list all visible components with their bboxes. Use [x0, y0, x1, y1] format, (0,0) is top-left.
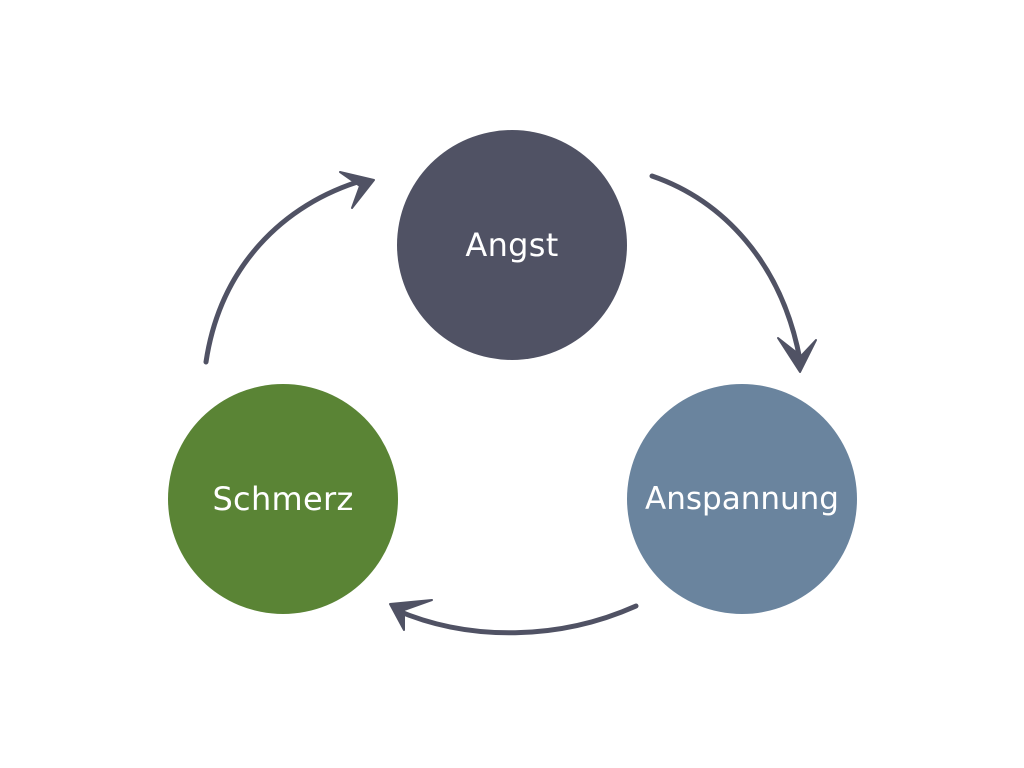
node-schmerz: Schmerz [168, 384, 398, 614]
arrow-schmerz-to-angst [203, 171, 375, 365]
node-label-anspannung: Anspannung [645, 481, 839, 517]
node-label-schmerz: Schmerz [212, 480, 354, 518]
node-anspannung: Anspannung [627, 384, 857, 614]
node-angst: Angst [397, 130, 627, 360]
arrow-angst-to-anspannung [649, 173, 817, 373]
arrow-anspannung-to-schmerz [389, 599, 639, 636]
node-label-angst: Angst [465, 226, 559, 264]
